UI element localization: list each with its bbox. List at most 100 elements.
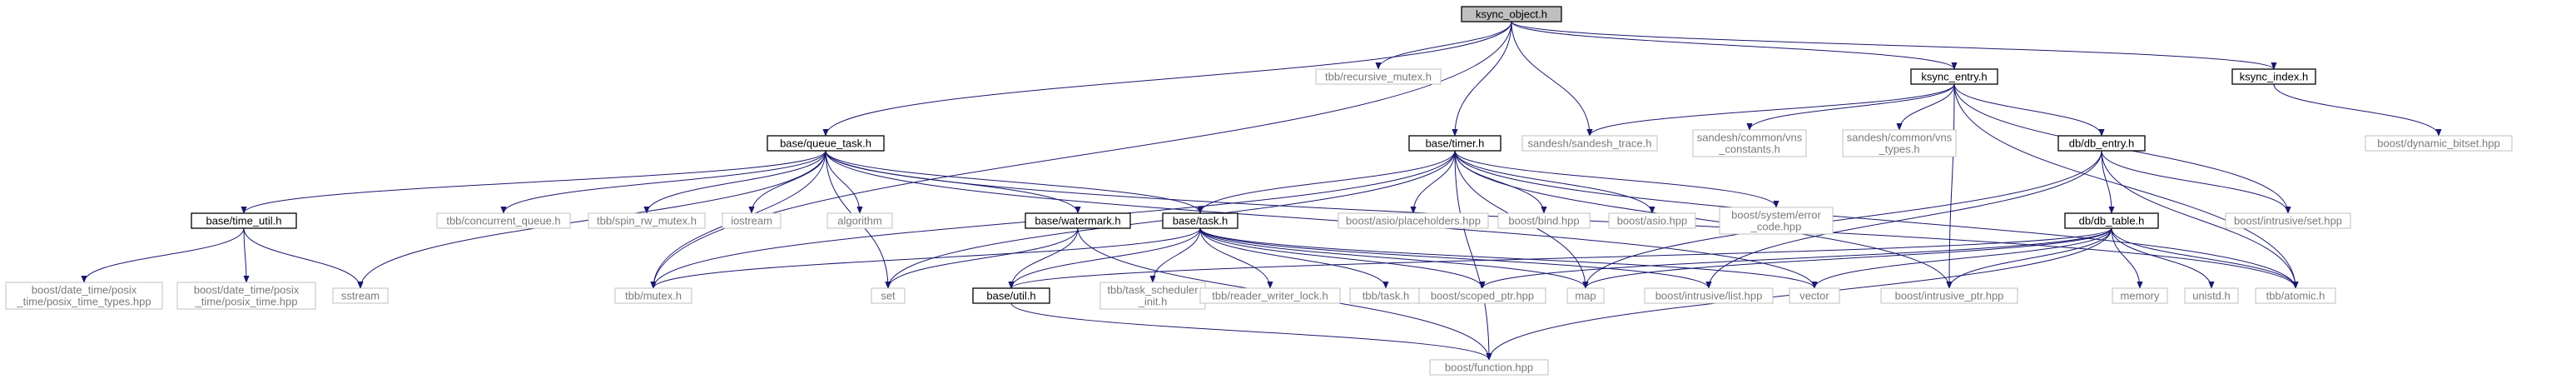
node-label: boost/date_time/posix	[194, 284, 300, 297]
node-label: boost/asio/placeholders.hpp	[1346, 215, 1481, 227]
node-box	[2057, 135, 2146, 152]
node-label: algorithm	[837, 215, 881, 227]
node-box	[2112, 287, 2168, 304]
node-box	[1418, 287, 1546, 304]
node-label: boost/asio.hpp	[1617, 215, 1688, 227]
node-label: base/task.h	[1173, 215, 1228, 227]
node-time-util[interactable]: base/time_util.h	[191, 212, 297, 229]
node-box	[2255, 287, 2336, 304]
node-sandesh-trace: sandesh/sandesh_trace.h	[1521, 135, 1658, 152]
edge-task-to-reader-writer-lock	[1199, 227, 1273, 289]
node-placeholders: boost/asio/placeholders.hpp	[1338, 212, 1489, 229]
edge-timer-to-asio	[1454, 150, 1655, 214]
node-dynamic-bitset: boost/dynamic_bitset.hpp	[2365, 135, 2513, 152]
node-task[interactable]: base/task.h	[1162, 212, 1238, 229]
edge-ksync-entry-to-sandesh-trace	[1586, 83, 1955, 137]
node-queue-task[interactable]: base/queue_task.h	[767, 135, 885, 152]
edge-task-to-util	[1008, 227, 1201, 289]
node-ksync-entry[interactable]: ksync_entry.h	[1910, 68, 1998, 85]
node-tbb-task: tbb/task.h	[1349, 287, 1422, 304]
node-bind: boost/bind.hpp	[1497, 212, 1591, 229]
node-box	[2184, 287, 2239, 304]
node-box	[1315, 68, 1442, 85]
node-label: sandesh/common/vns	[1697, 132, 1803, 144]
node-label: _init.h	[1138, 296, 1168, 308]
node-label: base/util.h	[986, 290, 1035, 302]
edge-ksync-entry-to-db-entry	[1953, 83, 2105, 137]
node-label: db/db_table.h	[2079, 215, 2145, 227]
node-vector: vector	[1789, 287, 1840, 304]
node-watermark[interactable]: base/watermark.h	[1025, 212, 1131, 229]
edge-timer-to-function	[1454, 150, 1492, 361]
node-box	[1692, 129, 1807, 157]
node-label: base/watermark.h	[1035, 215, 1120, 227]
node-iostream: iostream	[722, 212, 782, 229]
node-box	[1608, 212, 1696, 229]
node-box	[2231, 68, 2316, 85]
node-intrusive-set: boost/intrusive/set.hpp	[2225, 212, 2351, 229]
edge-timer-to-placeholders	[1410, 150, 1456, 214]
node-sstream: sstream	[332, 287, 389, 304]
edge-db-table-to-tbb-atomic	[2111, 227, 2299, 289]
edge-queue-task-to-concurrent-queue	[500, 150, 826, 214]
node-util[interactable]: base/util.h	[972, 287, 1050, 304]
edge-ksync-entry-to-vns-types	[1896, 83, 1955, 131]
node-label: boost/bind.hpp	[1508, 215, 1579, 227]
node-box	[1566, 287, 1605, 304]
edge-time-util-to-sstream	[243, 227, 364, 289]
node-label: sandesh/common/vns	[1847, 132, 1953, 144]
edge-db-table-to-util	[1008, 227, 2112, 289]
node-box	[826, 212, 893, 229]
node-box	[1497, 212, 1591, 229]
edge-task-to-scoped-ptr	[1199, 227, 1486, 289]
node-function: boost/function.hpp	[1429, 359, 1549, 376]
node-label: ksync_index.h	[2240, 71, 2308, 83]
node-label: _time/posix_time_types.hpp	[16, 296, 151, 308]
edge-ksync-object-to-tbb-mutex	[650, 21, 1512, 289]
edge-queue-task-to-task	[825, 150, 1204, 214]
node-label: boost/system/error	[1731, 209, 1821, 222]
edge-db-entry-to-intrusive-list	[1705, 150, 2102, 289]
node-box	[767, 135, 885, 152]
edge-task-to-vector	[1199, 227, 1818, 289]
node-label: boost/dynamic_bitset.hpp	[2377, 137, 2499, 150]
node-label: tbb/concurrent_queue.h	[446, 215, 560, 227]
node-error-code: boost/system/error_code.hpp	[1719, 207, 1834, 235]
node-box	[1719, 207, 1834, 235]
edge-db-entry-to-intrusive-set	[2101, 150, 2291, 214]
edge-db-entry-to-db-table	[2101, 150, 2115, 214]
node-posix-time-types: boost/date_time/posix_time/posix_time_ty…	[5, 282, 163, 310]
node-ksync-index[interactable]: ksync_index.h	[2231, 68, 2316, 85]
edge-watermark-to-util	[1008, 227, 1079, 289]
node-box	[1338, 212, 1489, 229]
edge-task-to-task-scheduler-init	[1149, 227, 1201, 283]
node-box	[332, 287, 389, 304]
edges	[81, 21, 2442, 361]
node-box	[1199, 287, 1341, 304]
node-box	[1429, 359, 1549, 376]
edge-queue-task-to-spin-rw-mutex	[643, 150, 826, 214]
node-label: ksync_entry.h	[1921, 71, 1987, 83]
edge-db-table-to-unistd	[2111, 227, 2215, 289]
node-box	[1880, 287, 2018, 304]
node-db-table[interactable]: db/db_table.h	[2064, 212, 2159, 229]
node-box	[972, 287, 1050, 304]
node-concurrent-queue: tbb/concurrent_queue.h	[436, 212, 571, 229]
node-label: tbb/task_scheduler	[1107, 284, 1199, 297]
edge-timer-to-error-code	[1454, 150, 1779, 208]
node-box	[722, 212, 782, 229]
node-box	[871, 287, 906, 304]
edge-ksync-entry-to-vns-constants	[1746, 83, 1955, 131]
node-ksync-object[interactable]: ksync_object.h	[1461, 6, 1562, 22]
node-label: tbb/task.h	[1362, 290, 1409, 302]
node-asio: boost/asio.hpp	[1608, 212, 1696, 229]
node-box	[1099, 282, 1206, 310]
node-timer[interactable]: base/timer.h	[1408, 135, 1501, 152]
node-label: _time/posix_time.hpp	[195, 296, 298, 308]
edge-queue-task-to-vector	[825, 150, 1818, 289]
node-label: boost/function.hpp	[1445, 362, 1533, 374]
node-label: tbb/reader_writer_lock.h	[1212, 290, 1328, 302]
node-db-entry[interactable]: db/db_entry.h	[2057, 135, 2146, 152]
